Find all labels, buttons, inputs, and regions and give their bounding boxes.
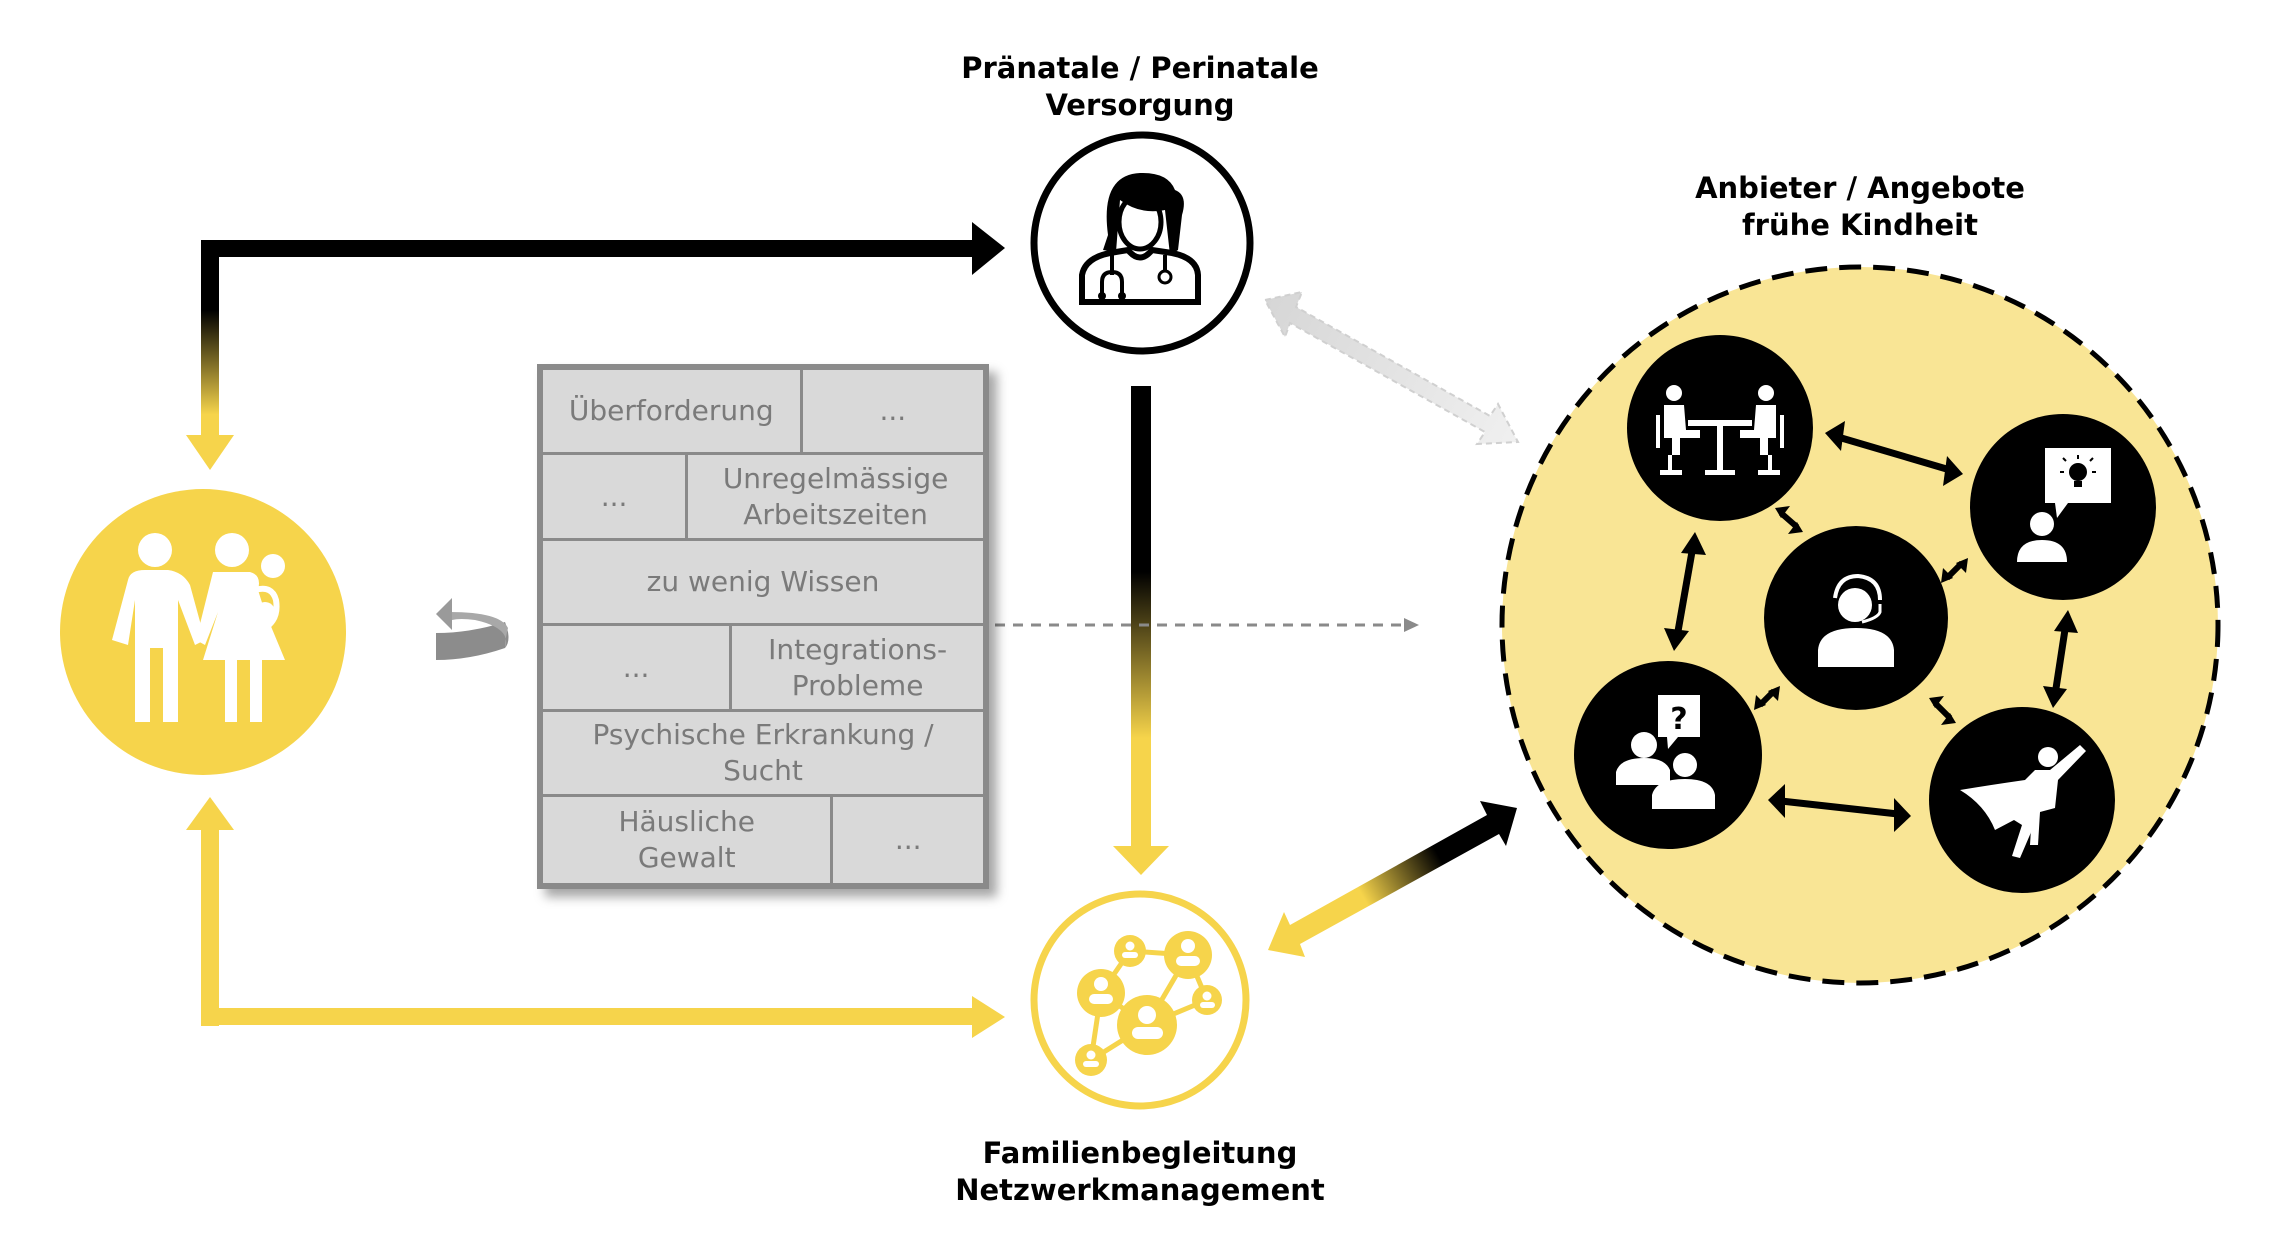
rotate-icon: [436, 598, 509, 660]
risk-factors-box: Überforderung ... ... Unregelmässige Arb…: [537, 364, 989, 889]
superhero-icon: [1960, 745, 2086, 858]
doctor-icon: [1079, 172, 1201, 305]
risk-factor-cell: Integrations- Probleme: [732, 626, 983, 709]
provider-question[interactable]: ?: [1574, 661, 1762, 849]
family-support-label-line-1: Familienbegleitung: [982, 1136, 1298, 1170]
arrowhead-right: [972, 222, 1005, 275]
risk-factor-cell: ...: [802, 370, 983, 453]
idea-speech-icon: [2017, 448, 2111, 562]
connector-family-support: [186, 797, 1005, 1038]
connector-segment: [201, 825, 219, 1026]
risk-row: Psychische Erkrankung / Sucht: [543, 711, 983, 798]
connector-segment: [201, 240, 976, 257]
risk-factor-cell: ...: [833, 797, 983, 883]
arrowhead-down: [186, 435, 234, 470]
arrowhead-up: [186, 797, 234, 830]
grey-double-arrow: [1263, 290, 1520, 446]
connector-segment: [201, 1008, 976, 1025]
headset-support-icon: [1818, 573, 1894, 667]
provider-meeting[interactable]: [1627, 335, 1813, 521]
risk-row: ... Integrations- Probleme: [543, 626, 983, 712]
provider-superhero[interactable]: [1929, 707, 2115, 893]
prenatal-label: Pränatale / Perinatale Versorgung: [880, 50, 1400, 124]
connector-prenatal-providers: [1263, 290, 1520, 446]
connector-prenatal-support: [1113, 386, 1169, 875]
connector-support-providers: [1268, 801, 1517, 957]
family-node[interactable]: [60, 489, 346, 775]
family-support-node[interactable]: [1030, 890, 1250, 1110]
risk-factor-cell: Häusliche Gewalt: [543, 797, 834, 883]
network-icon: [1075, 931, 1222, 1076]
risk-factor-cell: Unregelmässige Arbeitszeiten: [688, 455, 983, 538]
risk-factor-cell: Überforderung: [543, 370, 803, 453]
connector-family-prenatal: [186, 222, 1005, 470]
gradient-double-arrow: [1268, 801, 1517, 957]
risk-factor-cell: ...: [543, 455, 689, 538]
provider-support[interactable]: [1764, 526, 1948, 710]
arrowhead-right: [972, 996, 1005, 1038]
family-support-label-line-2: Netzwerkmanagement: [955, 1173, 1325, 1207]
providers-label-line-1: Anbieter / Angebote: [1695, 171, 2025, 205]
risk-row: Häusliche Gewalt ...: [543, 797, 983, 883]
risk-row: ... Unregelmässige Arbeitszeiten: [543, 455, 983, 541]
arrowhead-right: [1404, 618, 1419, 632]
prenatal-label-line-2: Versorgung: [1045, 88, 1235, 122]
connector-segment: [1131, 386, 1151, 846]
risk-factor-cell: Psychische Erkrankung / Sucht: [543, 711, 983, 795]
svg-text:?: ?: [1670, 702, 1687, 737]
providers-node[interactable]: ?: [1499, 264, 2221, 986]
risk-row: Überforderung ...: [543, 370, 983, 456]
provider-links: [1664, 421, 2078, 832]
question-consultation-icon: ?: [1616, 695, 1715, 809]
prenatal-node[interactable]: [1030, 131, 1254, 355]
providers-label: Anbieter / Angebote frühe Kindheit: [1600, 170, 2120, 244]
connector-segment: [201, 240, 219, 440]
family-support-circle: [1030, 890, 1250, 1110]
family-icon: [112, 533, 285, 722]
prenatal-label-line-1: Pränatale / Perinatale: [961, 51, 1319, 85]
connector-risk-providers: [995, 618, 1419, 632]
prenatal-circle: [1030, 131, 1254, 355]
risk-row: zu wenig Wissen: [543, 540, 983, 627]
family-support-label: Familienbegleitung Netzwerkmanagement: [880, 1135, 1400, 1209]
provider-idea[interactable]: [1970, 414, 2156, 600]
risk-factor-cell: ...: [543, 626, 733, 709]
risk-factor-cell: zu wenig Wissen: [543, 540, 983, 624]
arrowhead-down: [1113, 846, 1169, 875]
meeting-table-icon: [1656, 385, 1784, 475]
providers-label-line-2: frühe Kindheit: [1742, 208, 1978, 242]
